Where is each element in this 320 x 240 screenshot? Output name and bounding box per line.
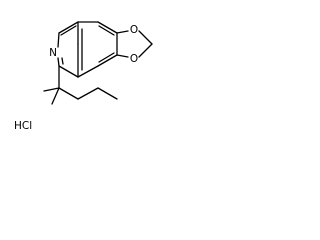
bond-chain-2 bbox=[77, 87, 99, 100]
bond-c4-c3 bbox=[58, 21, 79, 34]
bond-c6-otop bbox=[116, 30, 129, 34]
bond-ch2-obottom bbox=[138, 43, 153, 58]
bond-n-c1 bbox=[57, 57, 60, 67]
structure-diagram: N O O HCl bbox=[14, 21, 153, 132]
bond-chain-1 bbox=[58, 87, 79, 100]
bond-chain-3 bbox=[97, 87, 118, 100]
alkyl-side-chain bbox=[43, 65, 118, 105]
bond-n-c1-inner bbox=[61, 57, 64, 65]
bond-c3-n bbox=[57, 32, 60, 48]
salt-label: HCl bbox=[14, 120, 32, 132]
isoquinoline-core bbox=[57, 21, 118, 78]
nitrogen-label: N bbox=[49, 47, 57, 59]
bond-c7-c8 bbox=[97, 54, 118, 67]
bond-quaternary-methyl bbox=[43, 87, 60, 92]
bond-otop-ch2 bbox=[138, 30, 153, 45]
oxygen-top-label: O bbox=[130, 24, 138, 36]
bond-c1-c8a bbox=[58, 65, 79, 78]
bond-c5-c6 bbox=[97, 21, 118, 34]
methylenedioxy-ring bbox=[116, 30, 153, 58]
bond-c4-c3-inner bbox=[60, 25, 77, 36]
bond-c8-c8a bbox=[77, 65, 99, 78]
bond-c7-c8-inner bbox=[98, 52, 115, 63]
bond-quaternary-methyl2 bbox=[51, 87, 60, 105]
oxygen-bottom-label: O bbox=[130, 53, 138, 65]
bond-obottom-c7 bbox=[116, 54, 129, 58]
bond-c5-c6-inner bbox=[98, 25, 115, 36]
